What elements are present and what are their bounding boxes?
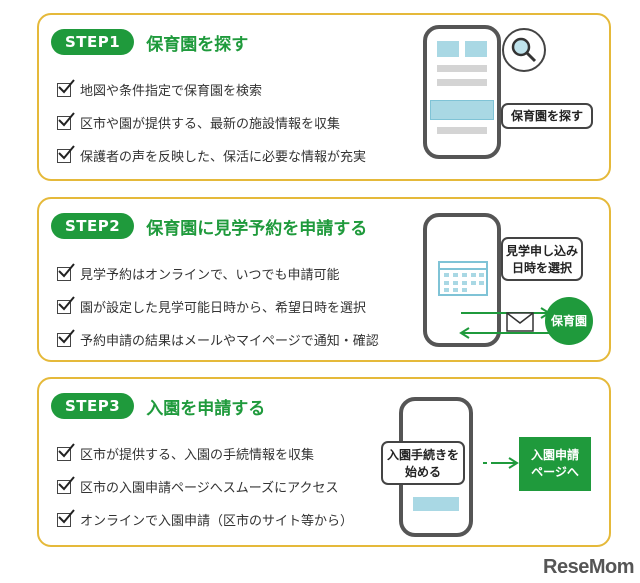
step2-title: 保育園に見学予約を申請する [146,218,368,239]
list-item: オンラインで入園申請（区市のサイト等から） [57,503,353,536]
step1-checklist: 地図や条件指定で保育園を検索 区市や園が提供する、最新の施設情報を収集 保護者の… [57,73,366,172]
checkbox-icon [57,508,75,527]
list-item: 見学予約はオンラインで、いつでも申請可能 [57,257,379,290]
step2-header: STEP2 保育園に見学予約を申請する [51,213,367,239]
checkbox-icon [57,475,75,494]
checkbox-icon [57,328,75,347]
schedule-callout: 見学申し込み 日時を選択 [501,237,583,281]
application-page-button[interactable]: 入園申請 ページへ [519,437,591,491]
checkbox-icon [57,144,75,163]
step2-badge: STEP2 [51,213,135,239]
checkbox-icon [57,442,75,461]
resemom-logo: ReseMom [543,556,634,578]
step1-card: STEP1 保育園を探す 地図や条件指定で保育園を検索 区市や園が提供する、最新… [37,13,611,181]
list-item: 地図や条件指定で保育園を検索 [57,73,366,106]
checkbox-icon [57,262,75,281]
step3-header: STEP3 入園を申請する [51,393,265,419]
phone-illustration [423,25,501,159]
checkbox-icon [57,295,75,314]
step1-header: STEP1 保育園を探す [51,29,248,55]
list-item: 区市や園が提供する、最新の施設情報を収集 [57,106,366,139]
list-item: 区市の入園申請ページへスムーズにアクセス [57,470,353,503]
nursery-circle: 保育園 [545,297,593,345]
step1-badge: STEP1 [51,29,135,55]
step3-badge: STEP3 [51,393,135,419]
list-item: 園が設定した見学可能日時から、希望日時を選択 [57,290,379,323]
step1-title: 保育園を探す [146,34,249,55]
step3-checklist: 区市が提供する、入園の手続情報を収集 区市の入園申請ページへスムーズにアクセス … [57,437,353,536]
search-callout: 保育園を探す [501,103,593,129]
start-procedure-callout: 入園手続きを 始める [381,441,465,485]
mail-icon [506,312,534,332]
checkbox-icon [57,78,75,97]
calendar-icon [438,261,488,296]
arrow-right-icon [483,457,519,469]
step3-card: STEP3 入園を申請する 区市が提供する、入園の手続情報を収集 区市の入園申請… [37,377,611,547]
list-item: 区市が提供する、入園の手続情報を収集 [57,437,353,470]
step2-checklist: 見学予約はオンラインで、いつでも申請可能 園が設定した見学可能日時から、希望日時… [57,257,379,356]
step2-card: STEP2 保育園に見学予約を申請する 見学予約はオンラインで、いつでも申請可能… [37,197,611,362]
list-item: 保護者の声を反映した、保活に必要な情報が充実 [57,139,366,172]
checkbox-icon [57,111,75,130]
list-item: 予約申請の結果はメールやマイページで通知・確認 [57,323,379,356]
step3-title: 入園を申請する [146,398,266,419]
search-icon [502,28,546,72]
